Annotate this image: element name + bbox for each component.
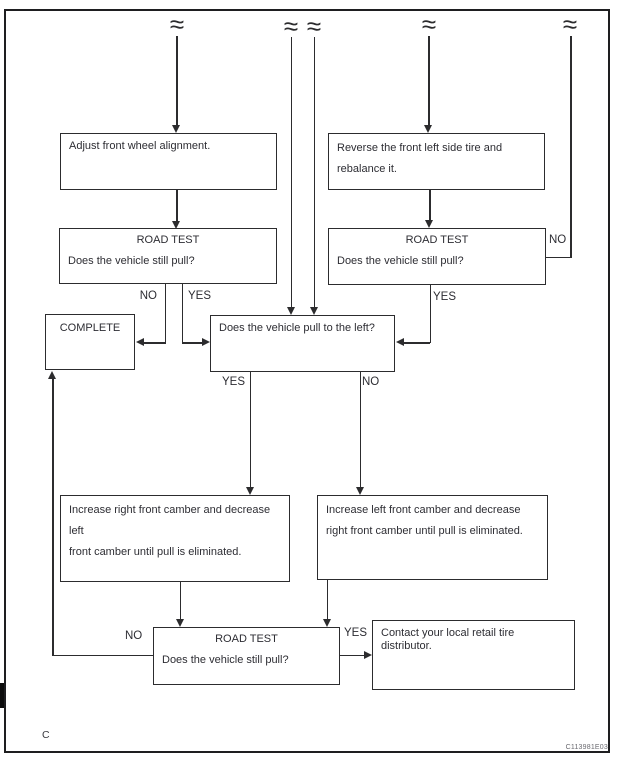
box-adjust-alignment-text: Adjust front wheel alignment. xyxy=(69,140,211,152)
connector-roadtest-bottom-no-h xyxy=(52,654,153,656)
label-roadtest-right-yes: YES xyxy=(433,291,457,303)
break-symbol-icon: ≈ xyxy=(562,9,578,39)
connector-roadtest-left-no-v xyxy=(164,284,166,343)
connector-adjust-to-roadtest-left xyxy=(176,190,178,222)
box-reverse-tire: Reverse the front left side tire and reb… xyxy=(328,133,545,190)
box-road-test-left-question: Does the vehicle still pull? xyxy=(68,255,195,267)
arrowhead-down-icon xyxy=(309,307,318,315)
box-complete: COMPLETE xyxy=(45,314,135,370)
connector-roadtest-right-yes-v xyxy=(429,285,431,343)
box-camber-right-line2: right front camber until pull is elimina… xyxy=(326,525,523,537)
arrowhead-right-icon xyxy=(202,338,210,346)
box-camber-left-line1: Increase right front camber and decrease… xyxy=(69,504,271,537)
box-road-test-right-question: Does the vehicle still pull? xyxy=(337,255,464,267)
connector-roadtest-bottom-no-v xyxy=(52,379,54,656)
box-camber-right-line1: Increase left front camber and decrease xyxy=(326,504,521,516)
box-road-test-left-title: ROAD TEST xyxy=(136,234,200,246)
arrowhead-down-icon xyxy=(172,125,180,133)
arrowhead-down-icon xyxy=(355,487,364,495)
box-road-test-right-title: ROAD TEST xyxy=(405,234,469,246)
box-road-test-bottom: ROAD TEST Does the vehicle still pull? xyxy=(153,627,340,685)
connector-pull-left-yes xyxy=(249,372,251,488)
box-complete-text: COMPLETE xyxy=(59,322,121,334)
label-roadtest-bottom-yes: YES xyxy=(344,627,368,639)
box-road-test-bottom-title: ROAD TEST xyxy=(215,633,278,645)
arrowhead-down-icon xyxy=(172,221,180,229)
arrowhead-down-icon xyxy=(322,619,331,627)
arrowhead-down-icon xyxy=(175,619,184,627)
break-symbol-icon: ≈ xyxy=(283,11,299,41)
footer-page-letter: C xyxy=(42,729,50,741)
connector-reverse-to-roadtest-right xyxy=(429,190,431,221)
label-roadtest-left-no: NO xyxy=(139,290,157,302)
connector-break-to-reverse xyxy=(428,36,430,126)
label-roadtest-left-yes: YES xyxy=(188,290,212,302)
arrowhead-left-icon xyxy=(136,338,144,346)
binding-mark xyxy=(0,683,4,708)
connector-camber-left-to-roadtest xyxy=(179,582,181,620)
box-reverse-tire-line1: Reverse the front left side tire and xyxy=(337,142,503,154)
box-pull-left-text: Does the vehicle pull to the left? xyxy=(219,322,375,334)
box-contact-distributor-text: Contact your local retail tire distribut… xyxy=(381,627,515,652)
arrowhead-down-icon xyxy=(425,220,433,228)
arrowhead-down-icon xyxy=(424,125,432,133)
label-pull-left-no: NO xyxy=(362,376,380,388)
box-pull-left: Does the vehicle pull to the left? xyxy=(210,315,395,372)
break-symbol-icon: ≈ xyxy=(306,11,322,41)
box-camber-right: Increase left front camber and decrease … xyxy=(317,495,548,580)
connector-roadtest-left-yes-v xyxy=(181,284,183,343)
box-reverse-tire-line2: rebalance it. xyxy=(337,163,397,175)
box-camber-left-line2: front camber until pull is eliminated. xyxy=(69,546,242,558)
label-roadtest-bottom-no: NO xyxy=(125,630,143,642)
connector-roadtest-right-no-h xyxy=(546,256,572,258)
label-roadtest-right-no: NO xyxy=(549,234,567,246)
arrowhead-right-icon xyxy=(364,650,372,659)
label-pull-left-yes: YES xyxy=(222,376,246,388)
arrowhead-down-icon xyxy=(245,487,254,495)
arrowhead-down-icon xyxy=(286,307,295,315)
connector-roadtest-left-no-h xyxy=(143,342,166,344)
arrowhead-up-icon xyxy=(48,371,56,379)
box-road-test-right: ROAD TEST Does the vehicle still pull? xyxy=(328,228,546,285)
box-camber-left: Increase right front camber and decrease… xyxy=(60,495,290,582)
connector-roadtest-left-yes-h xyxy=(182,342,203,344)
connector-break-to-pull-left-b xyxy=(313,37,315,307)
box-road-test-bottom-question: Does the vehicle still pull? xyxy=(162,654,289,666)
figure-code: C113981E03 xyxy=(565,744,608,751)
box-adjust-alignment: Adjust front wheel alignment. xyxy=(60,133,277,190)
connector-pull-left-no xyxy=(359,372,361,488)
connector-roadtest-right-no-v xyxy=(570,36,572,258)
arrowhead-left-icon xyxy=(396,338,404,346)
connector-break-to-adjust xyxy=(176,36,178,126)
box-contact-distributor: Contact your local retail tire distribut… xyxy=(372,620,575,690)
box-road-test-left: ROAD TEST Does the vehicle still pull? xyxy=(59,228,277,284)
break-symbol-icon: ≈ xyxy=(169,9,185,39)
break-symbol-icon: ≈ xyxy=(421,9,437,39)
connector-break-to-pull-left-a xyxy=(290,37,292,307)
connector-roadtest-right-yes-h xyxy=(404,342,430,344)
connector-roadtest-bottom-yes-h xyxy=(340,654,365,656)
connector-camber-right-to-roadtest xyxy=(326,580,328,620)
